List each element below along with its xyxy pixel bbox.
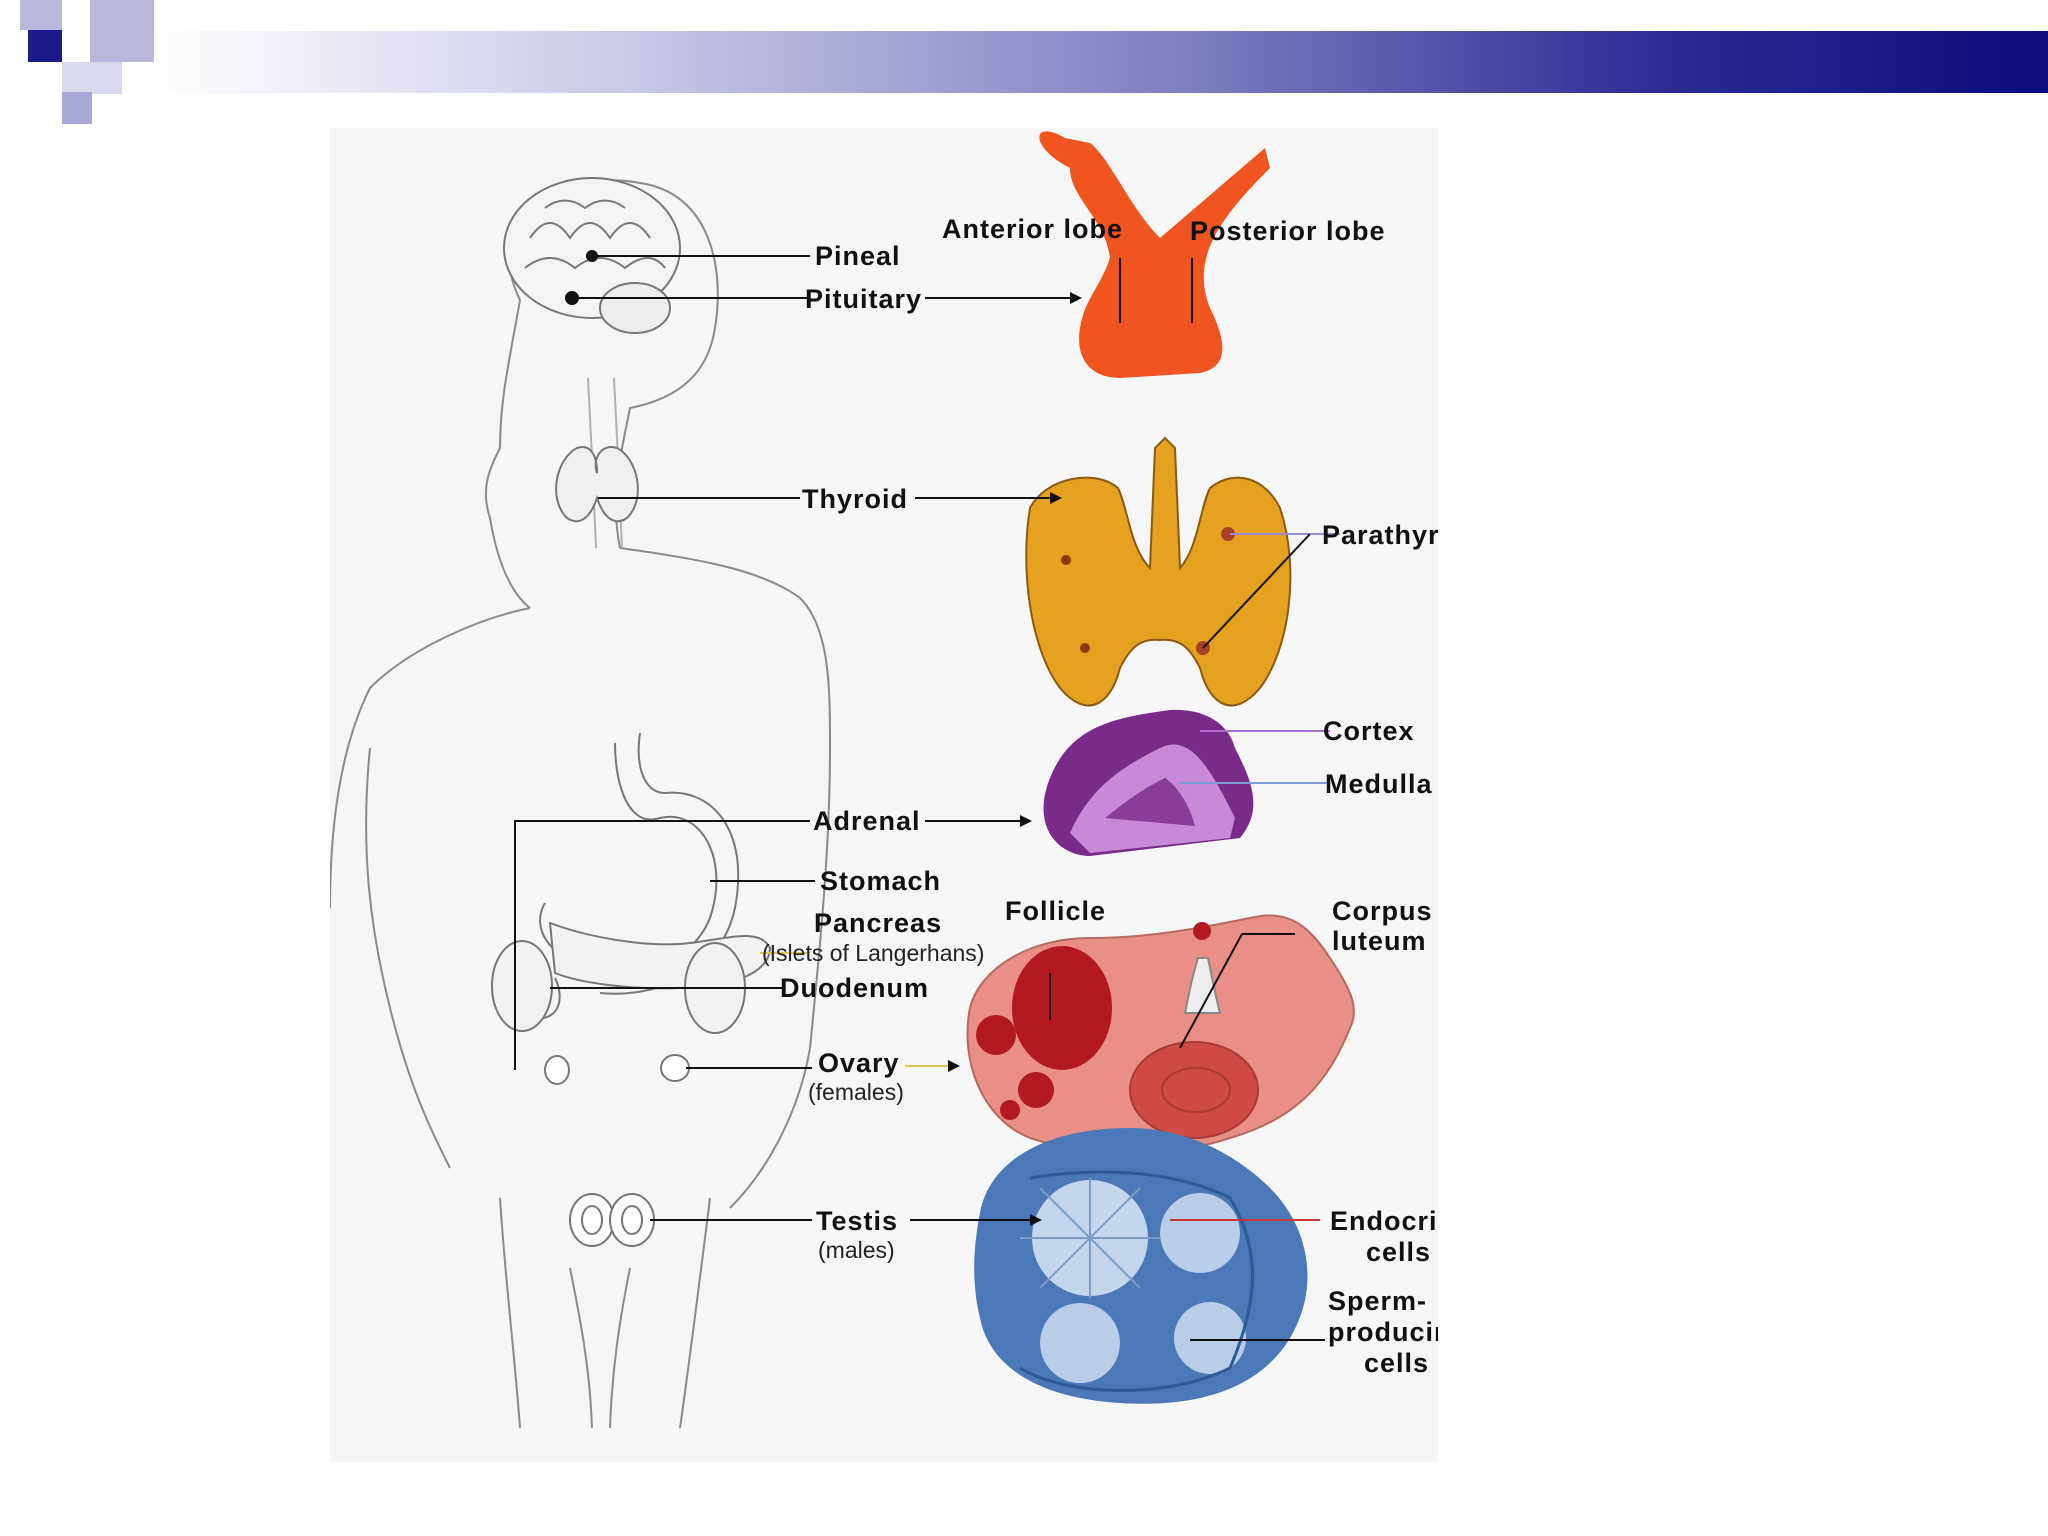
thyroid-detail [1025,436,1292,707]
label-luteum: luteum [1332,926,1427,956]
endocrine-figure: Pineal Pituitary Anterior lobe Posterior… [330,128,1438,1462]
label-sperm: Sperm- [1328,1286,1427,1316]
header-square-mid-1 [62,62,122,94]
ovary-detail [966,914,1355,1154]
label-pineal: Pineal [815,241,901,271]
header-gradient-bar [150,31,2048,93]
body-testes [569,1193,655,1247]
label-anterior-lobe: Anterior lobe [942,214,1123,244]
label-corpus: Corpus [1332,896,1433,926]
header-square-light-2 [90,0,154,62]
follicle-large [1012,946,1112,1070]
digestive-sketch [491,732,772,1034]
label-cortex: Cortex [1323,716,1415,746]
label-pituitary: Pituitary [805,284,922,314]
header-square-dark [28,30,62,62]
pituitary-detail [1039,131,1270,378]
body-ovary-left [544,1055,570,1085]
label-stomach: Stomach [820,866,941,896]
neck-thyroid [555,446,639,523]
leader-lines [514,255,1340,1341]
label-cells-2: cells [1364,1348,1429,1378]
brain [503,177,681,334]
label-pancreas: Pancreas [814,908,942,938]
parathyroid-upper [1221,527,1235,541]
label-posterior-lobe: Posterior lobe [1190,216,1386,246]
header-square-mid-2 [62,92,92,124]
label-thyroid: Thyroid [802,484,908,514]
header-square-light-1 [20,0,62,30]
corpus-luteum-body [1129,1041,1259,1139]
label-producing: producing [1328,1317,1438,1347]
label-females: (females) [808,1079,904,1105]
label-adrenal: Adrenal [813,806,921,836]
label-medulla: Medulla [1325,769,1433,799]
label-follicle: Follicle [1005,896,1106,926]
testis-detail [974,1128,1308,1404]
label-parathyroids: Parathyroids [1322,520,1438,550]
adrenal-detail [1043,709,1254,856]
endocrine-diagram: Pineal Pituitary Anterior lobe Posterior… [330,131,1438,1429]
body-outline [330,179,832,1429]
label-males: (males) [818,1237,895,1263]
label-duodenum: Duodenum [780,973,929,1003]
label-ovary: Ovary [818,1048,900,1078]
label-cells-1: cells [1366,1237,1431,1267]
body-ovary-right [660,1054,690,1082]
label-endocrine: Endocrine [1330,1206,1438,1236]
label-testis: Testis [816,1206,898,1236]
label-islets: (Islets of Langerhans) [762,940,984,966]
